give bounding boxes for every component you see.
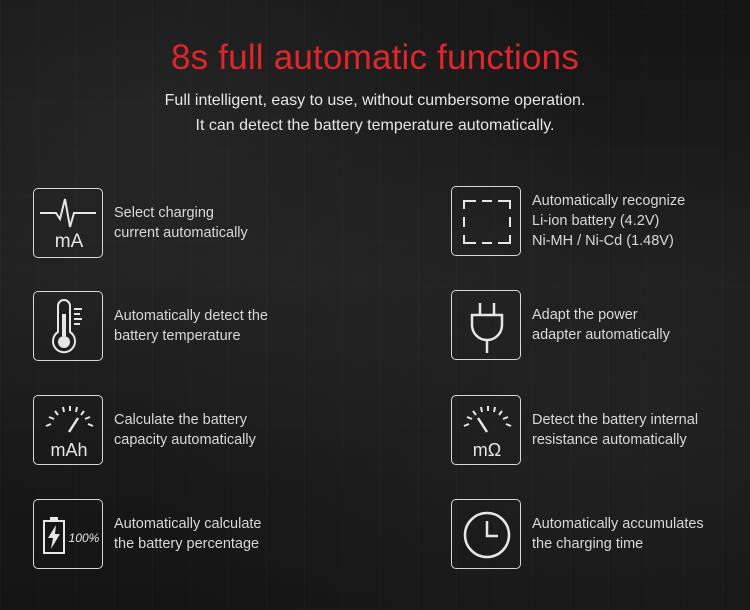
feature-temperature: Automatically detect the battery tempera… — [33, 291, 373, 363]
subtitle-line-1: Full intelligent, easy to use, without c… — [164, 92, 586, 109]
current-wave-icon: mA — [33, 188, 103, 258]
svg-text:mΩ: mΩ — [473, 440, 501, 460]
feature-percentage: 100% Automatically calculate the battery… — [33, 499, 373, 571]
recognize-frame-icon — [451, 186, 521, 256]
feature-text: Automatically accumulates the charging t… — [532, 516, 704, 552]
feature-recognize: Automatically recognize Li-ion battery (… — [451, 186, 750, 258]
power-plug-icon — [451, 290, 521, 360]
svg-text:mA: mA — [55, 231, 84, 252]
svg-text:mAh: mAh — [50, 440, 87, 460]
feature-current: mA Select charging current automatically — [33, 188, 373, 260]
capacity-gauge-icon: mAh — [33, 395, 103, 465]
feature-text: Automatically calculate the battery perc… — [114, 516, 262, 552]
feature-text: Automatically detect the battery tempera… — [114, 308, 268, 344]
feature-resistance: mΩ Detect the battery internal resistanc… — [451, 395, 750, 467]
feature-charging-time: Automatically accumulates the charging t… — [451, 499, 750, 571]
subtitle-line-2: It can detect the battery temperature au… — [195, 117, 555, 134]
clock-icon — [451, 499, 521, 569]
battery-percent-icon: 100% — [33, 499, 103, 569]
page-title: 8s full automatic functions — [170, 38, 580, 77]
feature-text: Calculate the battery capacity automatic… — [114, 412, 256, 448]
feature-text: Detect the battery internal resistance a… — [532, 412, 699, 448]
feature-text: Select charging current automatically — [114, 205, 248, 241]
feature-power-adapter: Adapt the power adapter automatically — [451, 290, 750, 362]
thermometer-icon — [33, 291, 103, 361]
feature-text: Adapt the power adapter automatically — [532, 307, 670, 343]
svg-text:100%: 100% — [69, 531, 100, 545]
resistance-gauge-icon: mΩ — [451, 395, 521, 465]
feature-text: Automatically recognize Li-ion battery (… — [532, 193, 686, 249]
feature-capacity: mAh Calculate the battery capacity autom… — [33, 395, 373, 467]
